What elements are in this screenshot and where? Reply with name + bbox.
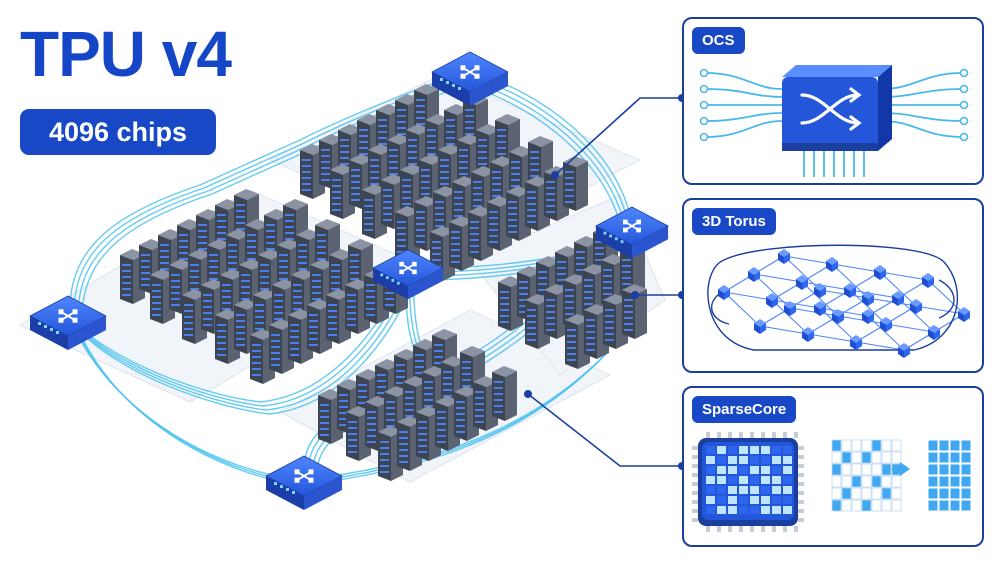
sparsecore-diagram [692, 432, 972, 532]
server-racks [120, 84, 647, 481]
network-node-icon [58, 309, 78, 323]
optical-switch-unit [29, 295, 107, 350]
torus-lattice-icon [707, 244, 970, 358]
datacenter-illustration [18, 51, 669, 510]
network-node-icon [460, 65, 480, 79]
torus-panel: 3D Torus [682, 198, 984, 373]
dense-matrix-icon [927, 439, 972, 512]
arrow-right-icon [900, 462, 910, 476]
crossover-arrows-icon [800, 87, 862, 131]
network-node-icon [294, 469, 314, 483]
sparse-matrix-icon [831, 439, 902, 512]
server-rack [622, 284, 647, 339]
sparsecore-label: SparseCore [692, 396, 797, 423]
torus-label: 3D Torus [692, 208, 776, 235]
ocs-panel: OCS [682, 17, 984, 185]
server-rack [492, 366, 517, 421]
network-node-icon [399, 261, 417, 275]
sparsecore-panel: SparseCore [682, 386, 984, 547]
chip-count-badge: 4096 chips [20, 109, 216, 155]
ocs-switch-diagram [699, 65, 969, 177]
server-rack [563, 156, 588, 211]
optical-switch-unit [431, 51, 509, 106]
network-node-icon [622, 219, 642, 233]
ocs-label: OCS [692, 27, 745, 54]
optical-switch-unit [595, 206, 669, 259]
chip-icon [692, 432, 804, 532]
server-rack [288, 309, 313, 364]
page-title: TPU v4 [20, 18, 232, 90]
optical-switch-unit [372, 249, 444, 300]
optical-switches [29, 51, 669, 510]
optical-switch-unit [265, 455, 343, 510]
server-rack [330, 164, 355, 219]
